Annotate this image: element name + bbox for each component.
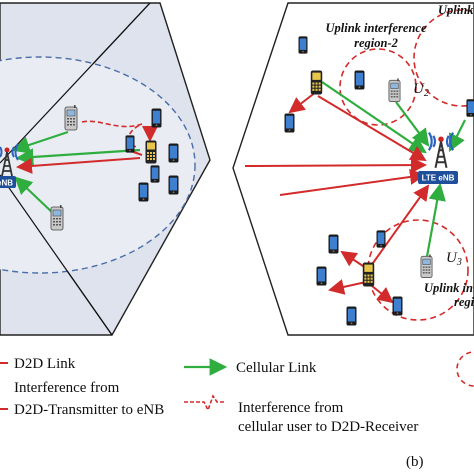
enb-label-left: eNB	[0, 179, 13, 188]
region-3-label-line1: Uplink interfe	[424, 281, 474, 295]
cellular-link-left-3	[15, 148, 141, 166]
smartphone-icon	[151, 108, 162, 128]
enb-label-box	[0, 176, 16, 188]
smartphone-icon	[466, 99, 474, 117]
d2d-transmitter-icon	[310, 70, 323, 95]
lte-enb-label-box	[418, 171, 458, 184]
user-u2-label: U2	[413, 81, 429, 99]
cellular-link-right-4	[449, 119, 466, 152]
smartphone-icon	[284, 113, 295, 133]
region-top-right-label: Uplink in	[438, 3, 474, 17]
d2d-link-right-1	[288, 91, 317, 114]
interference-region-2	[339, 48, 417, 126]
legend-interference-cell-line	[184, 394, 226, 413]
interference-region-top-right	[413, 9, 474, 107]
d2d-interference-right-3	[367, 184, 430, 271]
d2d-interference-right-2	[244, 157, 427, 174]
d2d-transmitter-icon	[362, 262, 375, 287]
legend-cellular-link: Cellular Link	[236, 360, 317, 376]
legend-interference-d2d-line2: D2D-Transmitter to eNB	[14, 402, 164, 418]
smartphone-icon	[168, 175, 179, 195]
smartphone-icon	[138, 182, 149, 202]
legend-interference-cell-line2: cellular user to D2D-Receiver	[238, 419, 418, 435]
smartphone-icon	[316, 266, 327, 286]
left-panel: eNB	[0, 2, 211, 336]
smartphone-icon	[392, 296, 403, 316]
region-2-label-line1: Uplink interference	[325, 21, 426, 35]
smartphone-icon	[354, 70, 365, 90]
legend: D2D Link Interference from D2D-Transmitt…	[0, 351, 474, 435]
d2d-interference-left	[16, 157, 141, 174]
smartphone-icon	[168, 143, 179, 163]
d2d-interference-right-4	[279, 169, 426, 196]
enb-label-right: LTE eNB	[422, 174, 455, 183]
cellular-link-left-2	[14, 176, 56, 216]
region-2-label-line2: region-2	[354, 36, 398, 50]
smartphone-icon	[346, 306, 357, 326]
old-phone-icon	[388, 78, 401, 103]
smartphone-icon	[125, 135, 135, 153]
smartphone-icon	[150, 165, 160, 183]
right-hexagon-cell	[232, 2, 474, 336]
right-panel: LTE eNB Uplink interference region-2 Upl…	[232, 2, 474, 336]
cellular-link-right-3	[424, 182, 446, 263]
user-u3-label: U3	[446, 250, 462, 268]
interference-region-3	[367, 219, 469, 321]
old-phone-icon	[50, 205, 64, 231]
d2d-interference-right-1	[317, 95, 427, 162]
cellular-link-right-2	[395, 101, 430, 147]
cellular-link-left-1	[11, 130, 69, 154]
legend-d2d-link: D2D Link	[14, 356, 76, 372]
legend-interference-cell-line1: Interference from	[238, 400, 344, 416]
old-phone-icon	[64, 105, 78, 131]
d2d-transmitter-icon	[145, 140, 157, 164]
smartphone-icon	[298, 36, 308, 54]
region-3-label-line2: regio	[454, 295, 474, 309]
old-phone-icon	[420, 254, 433, 279]
cellular-link-right-1	[321, 81, 427, 154]
smartphone-icon	[328, 234, 339, 254]
legend-interference-d2d-line1: Interference from	[14, 380, 120, 396]
smartphone-icon	[376, 230, 386, 248]
panel-b-label: (b)	[406, 454, 424, 470]
legend-region-circle	[456, 351, 474, 387]
